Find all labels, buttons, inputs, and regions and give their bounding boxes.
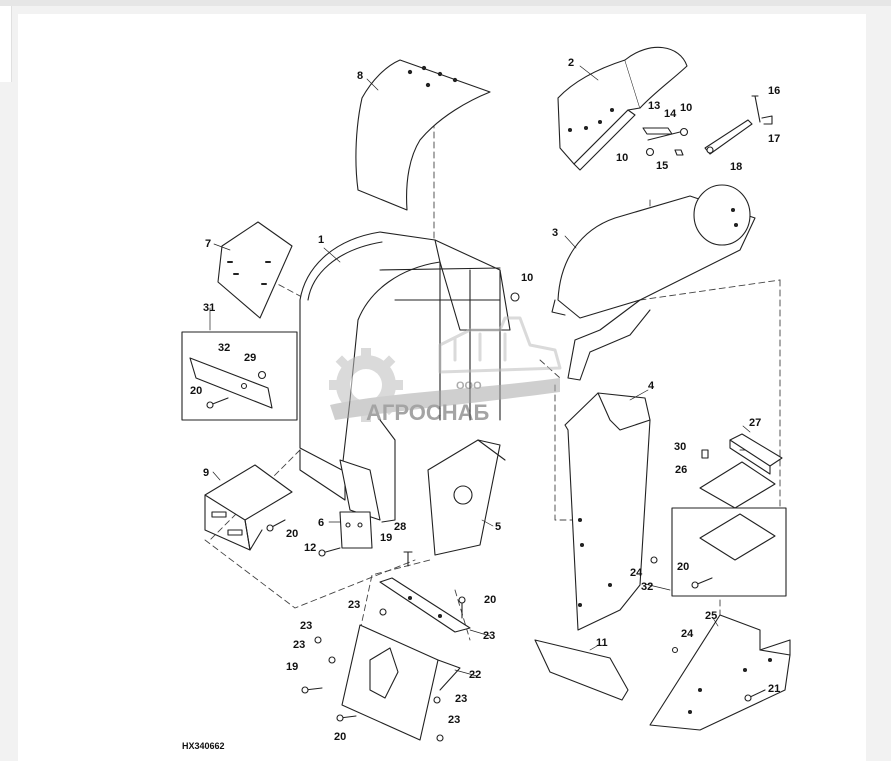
side-tab — [0, 6, 12, 82]
part-3-spout-housing — [551, 184, 756, 381]
callout-21: 22 — [469, 669, 481, 681]
part-9-angle-bracket — [204, 464, 293, 551]
callout-25: 26 — [675, 464, 687, 476]
callout-11: 11 — [596, 637, 608, 649]
callout-20c: 20 — [190, 385, 202, 397]
part-21-base-plate — [341, 624, 461, 741]
callout-10c: 10 — [616, 152, 628, 164]
callout-20e: 20 — [334, 731, 346, 743]
callout-23d: 23 — [455, 693, 467, 705]
callout-2: 2 — [568, 57, 574, 69]
callout-23g: 24 — [681, 628, 694, 640]
callout-9: 9 — [203, 467, 209, 479]
callout-29: 30 — [674, 441, 686, 453]
watermark-logo: ООО АГРОСНАБ — [329, 316, 562, 425]
callout-10a: 10 — [521, 272, 533, 284]
part-22-bracket — [379, 577, 471, 633]
callout-4: 4 — [648, 380, 655, 392]
callout-5: 5 — [495, 521, 501, 533]
callout-leaders — [209, 65, 751, 677]
top-bar — [0, 0, 891, 6]
callout-23f: 24 — [630, 567, 643, 579]
callout-12: 12 — [304, 542, 316, 554]
part-2-half-cylinder — [557, 46, 688, 171]
part-4-tall-panel — [564, 392, 651, 631]
part-18-latch — [704, 95, 773, 155]
callout-28: 29 — [244, 352, 256, 364]
callout-8: 8 — [357, 70, 363, 82]
combine-harvester-icon — [438, 316, 562, 374]
callout-23c: 23 — [293, 639, 305, 651]
callout-17: 17 — [768, 133, 780, 145]
callout-23e: 23 — [448, 714, 460, 726]
callout-7: 7 — [205, 238, 211, 250]
callout-14: 14 — [664, 108, 677, 120]
callout-19a: 19 — [380, 532, 392, 544]
callout-labels: 1 2 3 4 5 6 7 8 9 10 10 10 11 12 13 14 1… — [190, 57, 780, 743]
callout-10b: 10 — [680, 102, 692, 114]
callout-23b: 23 — [300, 620, 312, 632]
callout-19b: 19 — [286, 661, 298, 673]
watermark-prefix: ООО — [456, 380, 482, 392]
part-24-mount-plate — [649, 614, 791, 731]
inset-box-31 — [671, 507, 787, 597]
callout-31: 32 — [641, 581, 653, 593]
hardware-cluster-13-15 — [642, 127, 689, 157]
part-6-bracket — [339, 511, 373, 549]
part-5-panel — [427, 439, 506, 556]
callout-6: 6 — [318, 517, 324, 529]
fasteners — [266, 292, 766, 742]
callout-23a: 23 — [348, 599, 360, 611]
callout-15: 15 — [656, 160, 668, 172]
callout-20b: 20 — [484, 594, 496, 606]
callout-20a: 20 — [286, 528, 298, 540]
callout-24: 25 — [705, 610, 717, 622]
callout-20d: 20 — [677, 561, 689, 573]
callout-32: 32 — [218, 342, 230, 354]
part-29-screw — [701, 449, 709, 459]
part-7-plate — [217, 221, 293, 319]
part-26-rail — [729, 433, 783, 475]
callout-13: 13 — [648, 100, 660, 112]
figure-code: HX340662 — [182, 741, 225, 751]
watermark-name: АГРОСНАБ — [366, 400, 490, 425]
callout-20f: 21 — [768, 683, 780, 695]
callout-16: 16 — [768, 85, 780, 97]
callout-22: 23 — [483, 630, 495, 642]
part-8-top-cover — [355, 59, 491, 211]
callout-1: 1 — [318, 234, 324, 246]
callout-18: 18 — [730, 161, 742, 173]
callout-26: 27 — [749, 417, 761, 429]
callout-30: 31 — [203, 302, 215, 314]
part-25-cover-plate — [699, 461, 776, 509]
part-11-strip — [534, 639, 629, 701]
callout-27: 28 — [394, 521, 406, 533]
inset-box-30 — [181, 331, 298, 421]
callout-3: 3 — [552, 227, 558, 239]
